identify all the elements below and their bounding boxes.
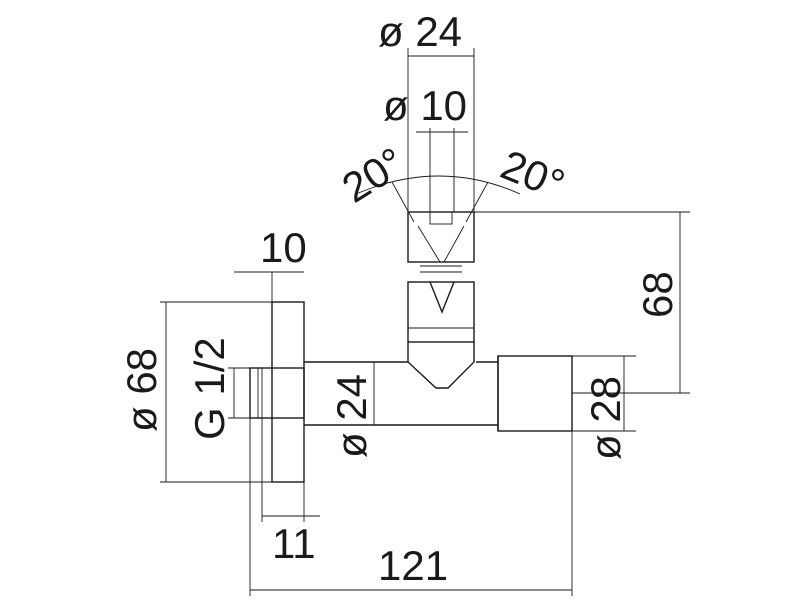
dim-flange-thickness: 10 xyxy=(234,224,307,302)
dim-thread-label: G 1/2 xyxy=(186,337,233,440)
dim-top-inner-label: ø 10 xyxy=(383,82,467,129)
dim-thread-length: 11 xyxy=(261,418,320,567)
dim-total-length-label: 121 xyxy=(378,542,448,589)
dim-flange-dia-label: ø 68 xyxy=(118,348,165,432)
dim-body-dia-label: ø 24 xyxy=(328,374,375,458)
angle-left-label: 20° xyxy=(334,138,413,212)
dim-outlet-dia: ø 28 xyxy=(572,355,636,460)
dim-height: 68 xyxy=(474,211,690,394)
dim-thread: G 1/2 xyxy=(186,337,250,440)
dim-flange-thickness-label: 10 xyxy=(260,224,307,271)
dim-top-inner: ø 10 xyxy=(383,82,468,212)
dim-total-length: 121 xyxy=(249,418,573,596)
dim-height-label: 68 xyxy=(634,271,681,318)
dim-top-outer-label: ø 24 xyxy=(378,8,462,55)
dim-flange-dia: ø 68 xyxy=(118,301,272,483)
dim-top-outer: ø 24 xyxy=(378,8,475,212)
dim-body-dia: ø 24 xyxy=(304,361,380,458)
outlet-nut xyxy=(497,355,573,432)
angle-right-label: 20° xyxy=(495,141,571,208)
wall-flange xyxy=(271,301,305,483)
dim-outlet-dia-label: ø 28 xyxy=(582,376,629,460)
dim-thread-length-label: 11 xyxy=(272,520,316,567)
threaded-inlet xyxy=(249,367,305,419)
stem-assembly xyxy=(407,211,475,343)
angle-indicator xyxy=(355,175,521,223)
